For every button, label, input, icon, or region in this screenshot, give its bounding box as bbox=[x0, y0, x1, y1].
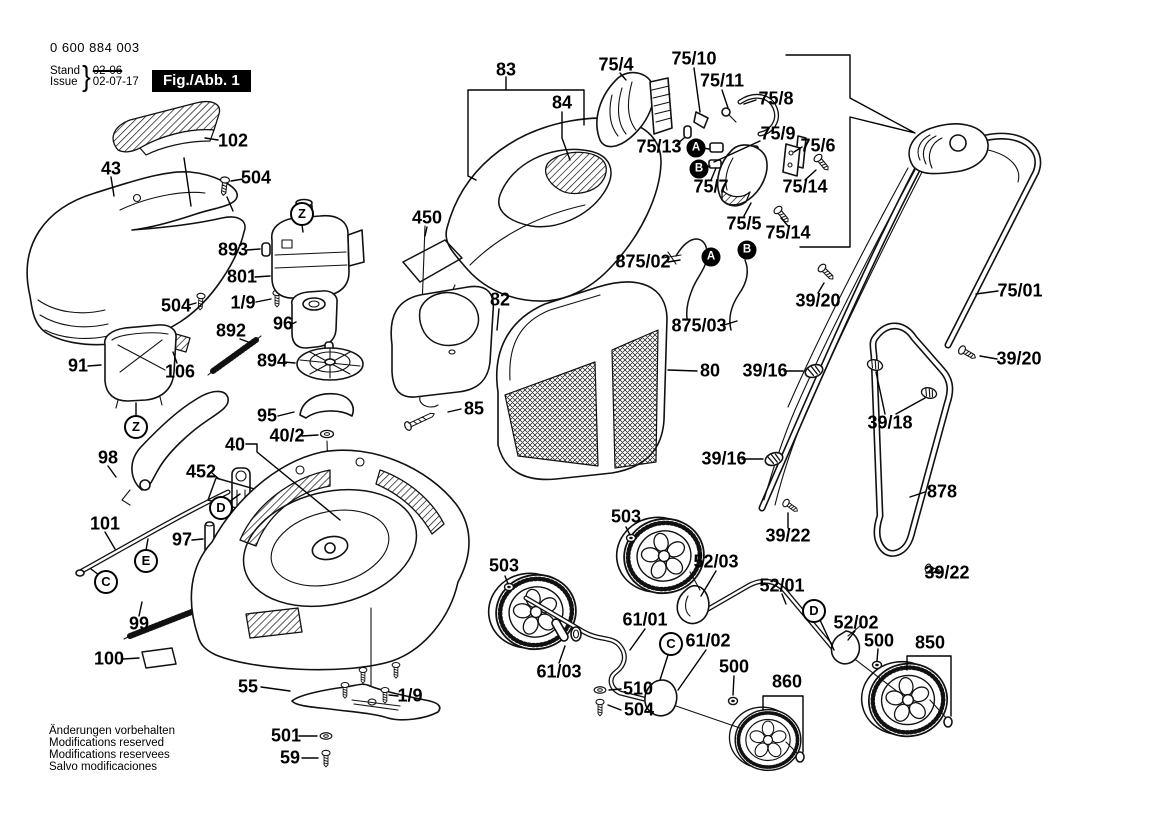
issue-labels: Stand Issue bbox=[50, 64, 81, 88]
stand-label: Stand bbox=[50, 64, 81, 77]
footer-note-line: Änderungen vorbehalten bbox=[49, 725, 175, 737]
footer-note-line: Modifications reserved bbox=[49, 737, 165, 749]
issue-date: 02-07-17 bbox=[92, 75, 139, 88]
old-issue-date: 02-06 bbox=[92, 64, 123, 77]
issue-dates: 02-06 02-07-17 bbox=[92, 64, 139, 88]
issue-label: Issue bbox=[50, 75, 78, 88]
brace-glyph: } bbox=[82, 59, 91, 93]
header: 0 600 884 003 Stand Issue } 02-06 02-07-… bbox=[50, 40, 140, 92]
footer-note-line: Modifications reservees bbox=[49, 749, 170, 761]
document-number: 0 600 884 003 bbox=[50, 40, 140, 55]
figure-label: Fig./Abb. 1 bbox=[152, 70, 251, 92]
issue-row: Stand Issue } 02-06 02-07-17 bbox=[50, 59, 140, 93]
footer-note-line: Salvo modificaciones bbox=[49, 761, 158, 773]
